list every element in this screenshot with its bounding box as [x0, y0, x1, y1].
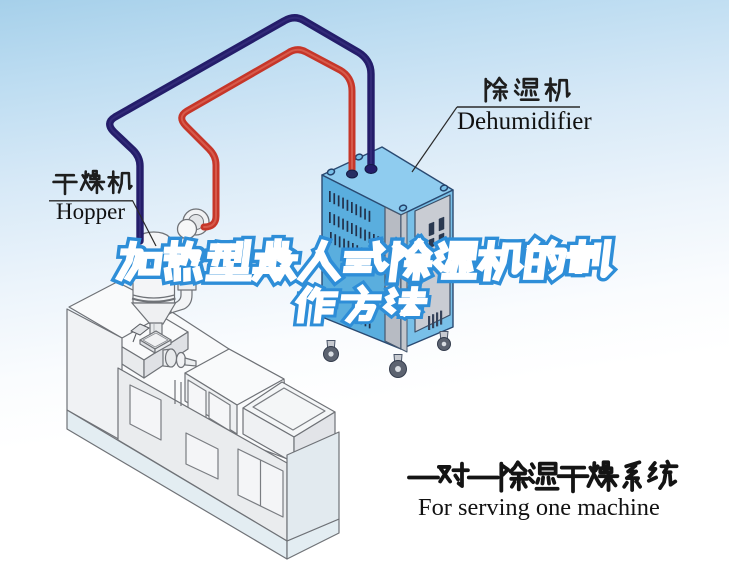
svg-text:For serving one machine: For serving one machine	[418, 494, 660, 521]
svg-text:Dehumidifier: Dehumidifier	[457, 108, 592, 135]
svg-text:Hopper: Hopper	[56, 199, 125, 224]
